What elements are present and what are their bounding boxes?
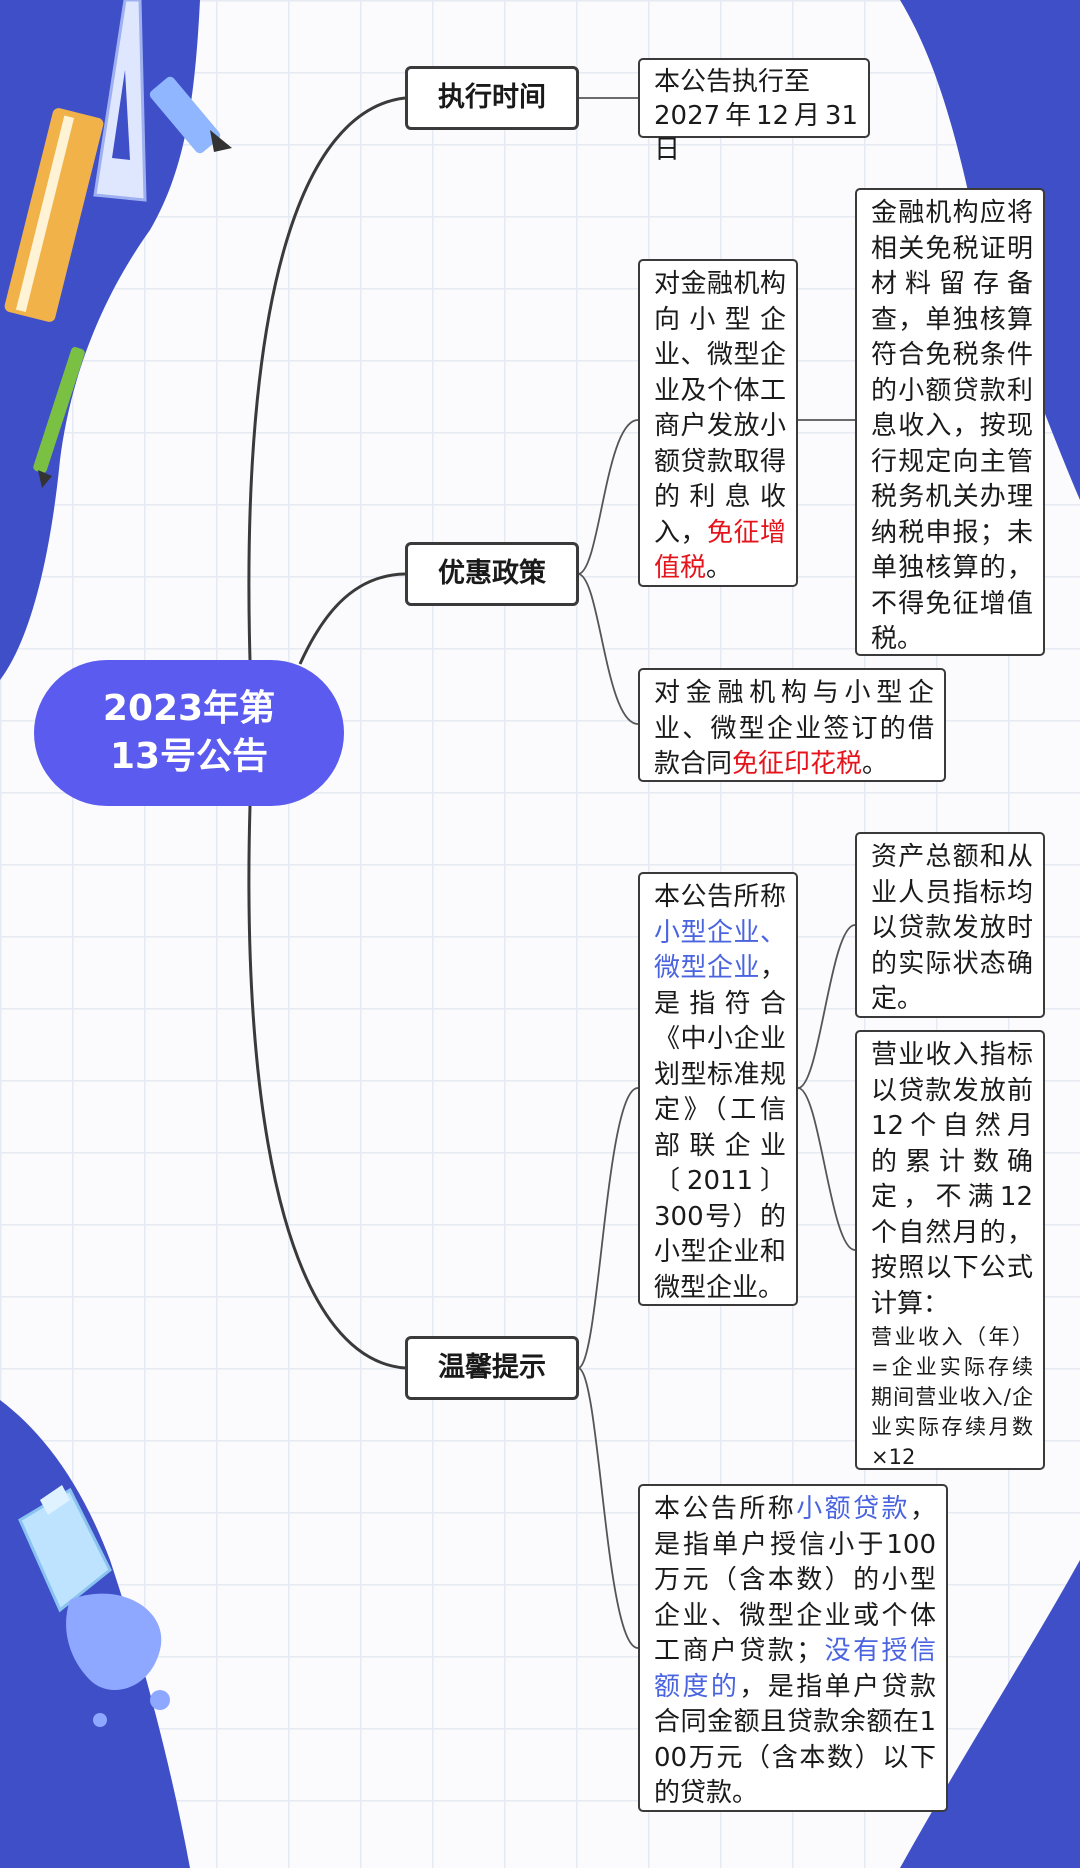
connector-tips-leaf2 (577, 1367, 639, 1649)
connector-policy-leaf2 (577, 573, 639, 725)
leaf-policy-2-highlight: 免征印花税 (732, 749, 863, 779)
leaf-tips-1-highlight: 小型企业、微型企业 (654, 917, 786, 984)
branch-tips[interactable]: 温馨提示 (405, 1336, 579, 1400)
set-square-icon (93, 0, 147, 202)
leaf-tips-2-pre: 本公告所称 (654, 1494, 797, 1524)
leaf-connectors (577, 97, 856, 1649)
leaf-policy-1[interactable]: 对金融机构向小型企业、微型企业及个体工商户发放小额贷款取得的利息收入，免征增值税… (638, 259, 798, 587)
leaf-tips-2-hl1: 小额贷款 (796, 1494, 910, 1524)
leaf-tips-1-note-a[interactable]: 资产总额和从业人员指标均以贷款发放时的实际状态确定。 (855, 832, 1045, 1018)
connector-tips-note-a (797, 924, 856, 1089)
leaf-tips-1-pre: 本公告所称 (654, 882, 786, 912)
leaf-policy-1-highlight: 免征增值税 (654, 517, 786, 584)
leaf-tips-1-text: ，是指符合《中小企业划型标准规定》（工信部联企业〔2011〕300号）的小型企业… (654, 953, 786, 1303)
root-title-line1: 2023年第 (102, 688, 276, 729)
leaf-policy-1-text: 对金融机构向小型企业、微型企业及个体工商户发放小额贷款取得的利息收入， (654, 269, 786, 548)
leaf-policy-1-note-text: 金融机构应将相关免税证明材料留存备查，单独核算符合免税条件的小额贷款利息收入，按… (871, 198, 1033, 654)
root-node[interactable]: 2023年第 13号公告 (34, 660, 344, 806)
leaf-tips-2-end: ，是指单户贷款合同金额且贷款余额在100万元（含本数）以下的贷款。 (654, 1671, 936, 1809)
leaf-tips-1-note-b-formula: 营业收入（年）=企业实际存续期间营业收入/企业实际存续月数×12 (871, 1325, 1033, 1469)
leaf-policy-2[interactable]: 对金融机构与小型企业、微型企业签订的借款合同免征印花税。 (638, 668, 946, 782)
ink-bottle-icon (18, 1485, 170, 1727)
leaf-time-line1: 本公告执行至 (654, 67, 811, 97)
branch-tips-label: 温馨提示 (438, 1352, 546, 1383)
branch-policy[interactable]: 优惠政策 (405, 542, 579, 606)
leaf-time-line2: 2027年12月31日 (654, 101, 858, 165)
leaf-policy-2-end: 。 (862, 749, 889, 779)
leaf-tips-2-mid: ，是指单户授信小于100万元（含本数）的小型企业、微型企业或个体工商户贷款； (654, 1494, 936, 1666)
leaf-tips-1-note-a-text: 资产总额和从业人员指标均以贷款发放时的实际状态确定。 (871, 842, 1033, 1014)
green-pencil-icon (33, 347, 85, 488)
branch-time[interactable]: 执行时间 (405, 66, 579, 130)
leaf-policy-2-text: 对金融机构与小型企业、微型企业签订的借款合同 (654, 678, 934, 779)
branch-time-label: 执行时间 (438, 82, 546, 113)
leaf-policy-1-end: 。 (706, 553, 733, 583)
branch-policy-label: 优惠政策 (438, 558, 546, 589)
notebook-icon (4, 108, 104, 322)
root-connectors (247, 96, 406, 1370)
connector-tips-leaf1 (577, 1087, 639, 1369)
connector-root-policy (298, 572, 406, 665)
pencil-icon (149, 76, 232, 154)
connector-tips-note-b (797, 1087, 856, 1251)
leaf-policy-1-note[interactable]: 金融机构应将相关免税证明材料留存备查，单独核算符合免税条件的小额贷款利息收入，按… (855, 188, 1045, 656)
leaf-tips-1-note-b-text: 营业收入指标以贷款发放前12个自然月的累计数确定，不满12个自然月的，按照以下公… (871, 1040, 1033, 1319)
leaf-tips-1[interactable]: 本公告所称小型企业、微型企业，是指符合《中小企业划型标准规定》（工信部联企业〔2… (638, 872, 798, 1306)
connector-root-time (247, 96, 406, 661)
connector-root-tips (247, 805, 406, 1370)
leaf-tips-1-note-b[interactable]: 营业收入指标以贷款发放前12个自然月的累计数确定，不满12个自然月的，按照以下公… (855, 1030, 1045, 1470)
connector-policy-leaf1 (577, 419, 639, 575)
leaf-tips-2[interactable]: 本公告所称小额贷款，是指单户授信小于100万元（含本数）的小型企业、微型企业或个… (638, 1484, 948, 1812)
root-title-line2: 13号公告 (109, 736, 269, 777)
leaf-time[interactable]: 本公告执行至 2027年12月31日 (638, 58, 870, 165)
leaf-tips-2-hl2: 没有授信额度的 (654, 1636, 936, 1702)
